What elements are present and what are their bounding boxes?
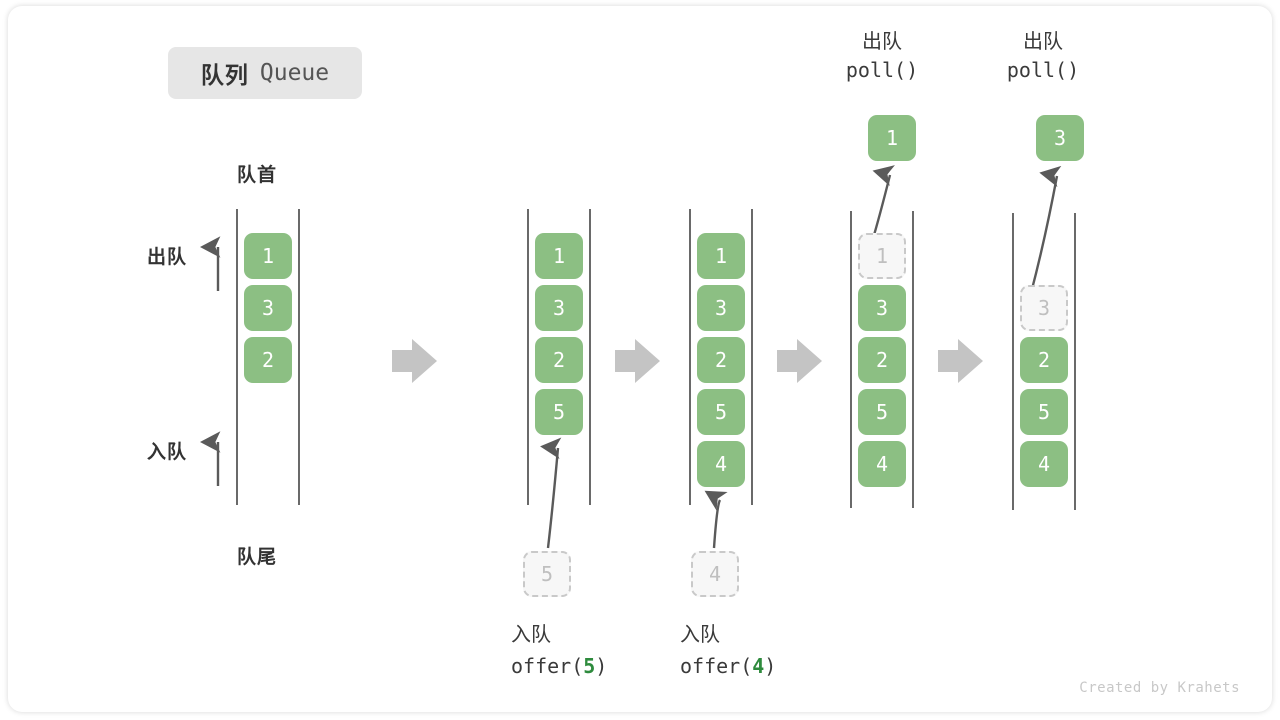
poll-arrow-3	[1029, 165, 1062, 294]
queue-cell: 3	[244, 285, 292, 331]
queue-rails-5	[1012, 213, 1076, 510]
incoming-ghost-cell: 5	[523, 551, 571, 597]
step-header-poll-1: 出队 poll()	[797, 28, 967, 85]
queue-cell: 4	[858, 441, 906, 487]
header-chinese: 出队	[862, 31, 902, 53]
step-caption-offer-4: 入队 offer(4)	[680, 620, 870, 682]
watermark-credit: Created by Krahets	[1079, 680, 1240, 696]
transition-arrow-2	[615, 339, 660, 383]
step-caption-offer-5: 入队 offer(5)	[511, 620, 701, 682]
queue-cell: 1	[535, 233, 583, 279]
caption-chinese: 入队	[680, 624, 720, 646]
transition-arrow-4	[938, 339, 983, 383]
caption-code: offer(4)	[680, 654, 777, 678]
queue-cell: 3	[858, 285, 906, 331]
queue-cell: 3	[697, 285, 745, 331]
queue-cell: 1	[244, 233, 292, 279]
popped-cell: 3	[1036, 115, 1084, 161]
queue-cell: 2	[1020, 337, 1068, 383]
enqueue-side-label: 入队	[147, 442, 188, 463]
caption-arg: 5	[583, 654, 596, 678]
queue-cell: 5	[535, 389, 583, 435]
header-chinese: 出队	[1023, 31, 1063, 53]
queue-cell: 2	[244, 337, 292, 383]
queue-ghost-cell: 1	[858, 233, 906, 279]
queue-cell: 5	[697, 389, 745, 435]
offer-arrow-4	[704, 490, 728, 549]
queue-cell: 4	[1020, 441, 1068, 487]
caption-chinese: 入队	[511, 624, 551, 646]
queue-ghost-cell: 3	[1020, 285, 1068, 331]
poll-arrow-1	[870, 165, 895, 243]
header-code: poll()	[845, 58, 919, 83]
queue-rails-1	[236, 209, 300, 505]
title-chinese: 队列	[200, 62, 249, 88]
queue-rails-4	[850, 211, 914, 508]
header-code: poll()	[1006, 58, 1080, 83]
queue-cell: 2	[858, 337, 906, 383]
queue-rails-3	[689, 209, 753, 505]
queue-head-label: 队首	[237, 165, 278, 186]
queue-cell: 2	[535, 337, 583, 383]
offer-arrow-5	[540, 437, 562, 549]
queue-cell: 5	[858, 389, 906, 435]
caption-code: offer(5)	[511, 654, 608, 678]
queue-tail-label: 队尾	[237, 547, 278, 568]
queue-rails-2	[527, 209, 591, 505]
transition-arrow-1	[392, 339, 437, 383]
queue-cell: 4	[697, 441, 745, 487]
title-english: Queue	[259, 60, 330, 86]
diagram-title-badge: 队列 Queue	[168, 47, 362, 99]
step-header-poll-3: 出队 poll()	[958, 28, 1128, 85]
popped-cell: 1	[868, 115, 916, 161]
queue-cell: 3	[535, 285, 583, 331]
incoming-ghost-cell: 4	[691, 551, 739, 597]
queue-cell: 1	[697, 233, 745, 279]
dequeue-side-label: 出队	[147, 247, 188, 268]
transition-arrow-3	[777, 339, 822, 383]
caption-arg: 4	[752, 654, 765, 678]
queue-cell: 5	[1020, 389, 1068, 435]
queue-cell: 2	[697, 337, 745, 383]
